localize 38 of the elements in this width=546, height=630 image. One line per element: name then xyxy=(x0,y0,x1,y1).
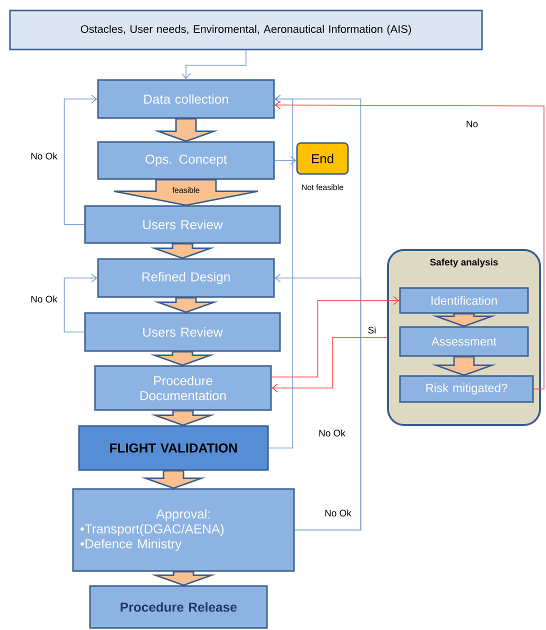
block-arrow xyxy=(151,571,216,586)
edge-label: No Ok xyxy=(324,508,352,518)
process-box: Procedure Documentation xyxy=(94,365,272,411)
validation-box: FLIGHT VALIDATION xyxy=(78,425,269,471)
edge-label: No Ok xyxy=(30,294,58,304)
process-box: Users Review xyxy=(84,312,281,352)
block-arrow xyxy=(141,470,206,490)
input-box: Ostacles, User needs, Enviromental, Aeronautical Information (AIS) xyxy=(9,10,483,50)
edge-label: No Ok xyxy=(318,428,346,438)
process-box: Ops. Concept xyxy=(97,141,275,180)
edge-label: No xyxy=(464,120,480,128)
process-box: Procedure Release xyxy=(89,585,268,629)
arrow xyxy=(64,94,98,225)
arrow xyxy=(272,337,388,392)
block-arrow xyxy=(154,118,218,142)
process-box: Identification xyxy=(399,287,529,314)
arrow xyxy=(274,156,296,165)
edge-label: Si xyxy=(366,326,378,334)
block-arrow xyxy=(432,356,496,376)
edge-label: No Ok xyxy=(30,152,58,160)
process-box: Users Review xyxy=(84,205,281,244)
arrow xyxy=(64,274,98,332)
block-arrow xyxy=(150,351,215,366)
block-arrow xyxy=(432,313,496,328)
arrow xyxy=(274,100,544,390)
process-box: Assessment xyxy=(399,326,529,357)
process-box: Data collection xyxy=(97,79,275,119)
process-box: Approval: •Transport(DGAC/AENA) •Defence Ministry xyxy=(72,488,295,572)
arrow xyxy=(271,296,400,378)
block-arrow xyxy=(150,243,215,260)
process-box: Refined Design xyxy=(97,258,275,298)
block-arrow xyxy=(150,410,216,426)
block-arrow xyxy=(113,179,259,206)
arrow xyxy=(274,94,362,530)
end-terminal: End xyxy=(296,142,349,175)
process-box: Risk mitigated? xyxy=(399,375,534,403)
block-arrow xyxy=(154,297,218,314)
arrow xyxy=(182,50,246,80)
